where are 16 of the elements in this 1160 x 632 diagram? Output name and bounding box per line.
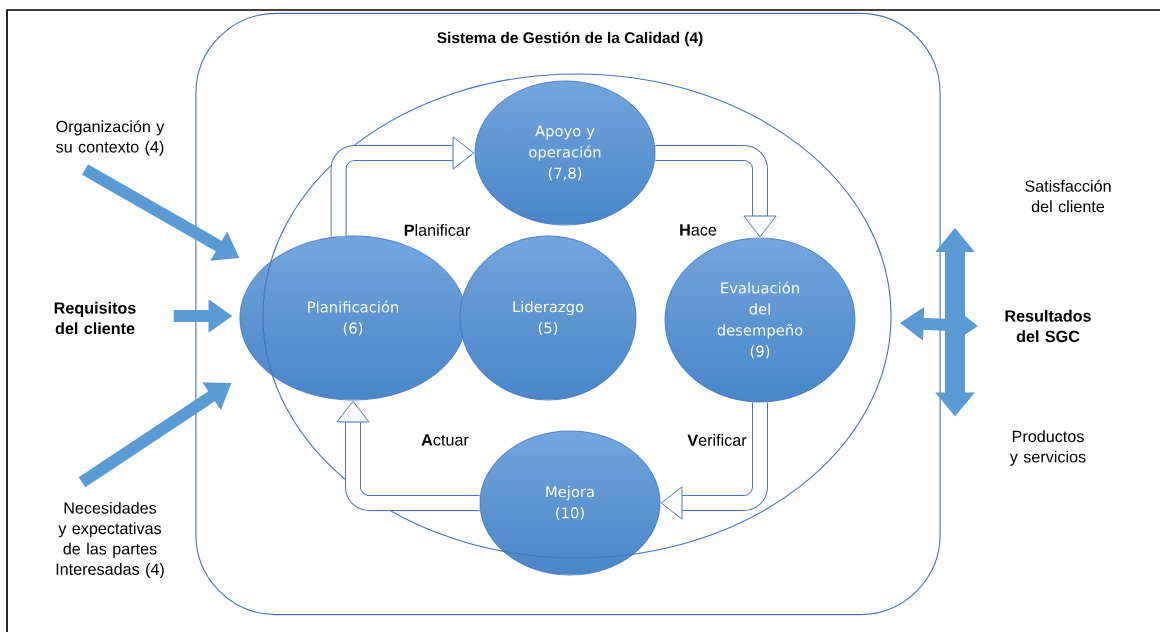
output-text: Productos y servicios — [1009, 430, 1086, 466]
input-text: Organización y su contexto (4) — [56, 120, 165, 156]
bent-arrow — [660, 402, 768, 520]
phase-label: Verificar — [687, 434, 747, 446]
phase-label: Planificar — [404, 224, 470, 236]
bent-arrow — [655, 145, 777, 238]
input-text: Requisitos del cliente — [54, 301, 136, 335]
cycle-ellipse — [262, 73, 892, 559]
output-text: Satisfacción del cliente — [1025, 179, 1111, 213]
phase-label: Hace — [680, 224, 717, 236]
output-text: Resultados del SGC — [1005, 309, 1091, 343]
box-title: Sistema de Gestión de la Calidad (4) — [437, 31, 703, 47]
bent-arrow — [336, 400, 480, 511]
bent-arrow — [330, 136, 475, 237]
phase-label: Actuar — [421, 434, 469, 446]
input-text: Necesidades y expectativas de las partes Interesadas (4) — [56, 501, 164, 579]
